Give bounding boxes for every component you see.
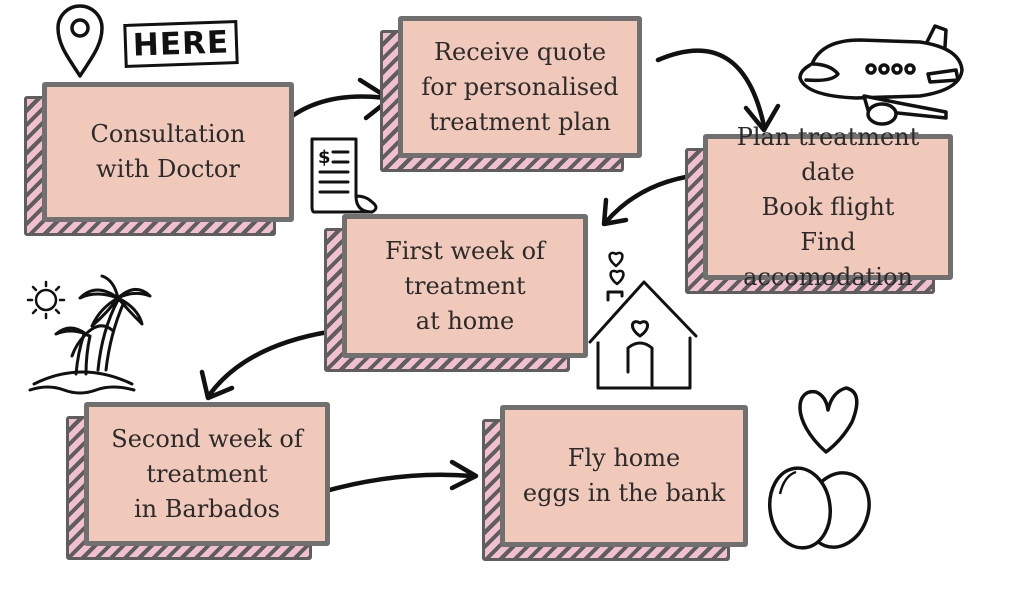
step-fly-home: Fly home eggs in the bank	[482, 405, 748, 561]
hearts-icon	[608, 251, 625, 286]
step-label: Second week of treatment in Barbados	[84, 402, 330, 546]
step-label: Fly home eggs in the bank	[500, 405, 748, 547]
step-label: Consultation with Doctor	[42, 82, 294, 222]
step-label: Receive quote for personalised treatment…	[398, 16, 642, 158]
arrow-quote-to-plan	[655, 48, 767, 129]
here-label: HERE	[123, 20, 239, 68]
step-second-week: Second week of treatment in Barbados	[66, 402, 330, 560]
house-icon	[588, 280, 698, 390]
palm-island-icon	[28, 274, 152, 395]
receipt-icon	[310, 137, 378, 214]
location-pin-icon	[56, 4, 104, 78]
step-consultation: Consultation with Doctor	[24, 82, 294, 236]
arrow-consultation-to-quote	[279, 94, 389, 127]
arrow-first-week-to-second-week	[207, 329, 331, 397]
step-plan: Plan treatment date Book flight Find acc…	[685, 123, 953, 294]
arrow-second-week-to-fly-home	[319, 472, 475, 495]
step-first-week: First week of treatment at home	[324, 214, 588, 372]
eggs-icon	[768, 466, 871, 550]
step-label: Plan treatment date Book flight Find acc…	[703, 123, 953, 291]
step-quote: Receive quote for personalised treatment…	[380, 16, 642, 172]
sun-icon	[26, 280, 66, 320]
heart-icon	[798, 386, 859, 454]
airplane-icon	[798, 24, 964, 126]
step-label: First week of treatment at home	[342, 214, 588, 358]
